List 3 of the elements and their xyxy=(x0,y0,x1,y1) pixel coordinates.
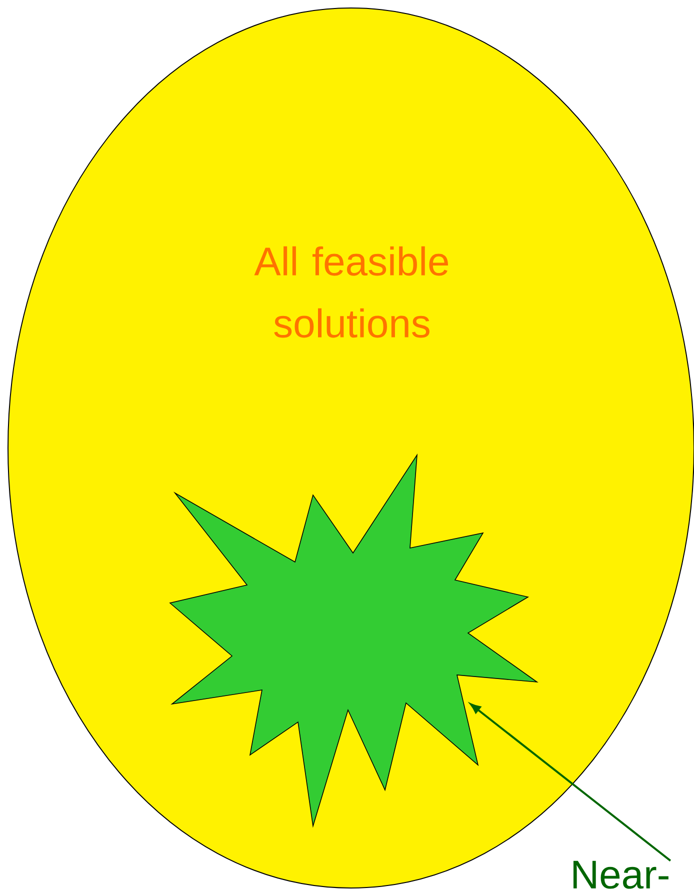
arrow xyxy=(470,703,672,862)
callout-text: Near- xyxy=(573,860,668,889)
starburst xyxy=(169,453,538,828)
